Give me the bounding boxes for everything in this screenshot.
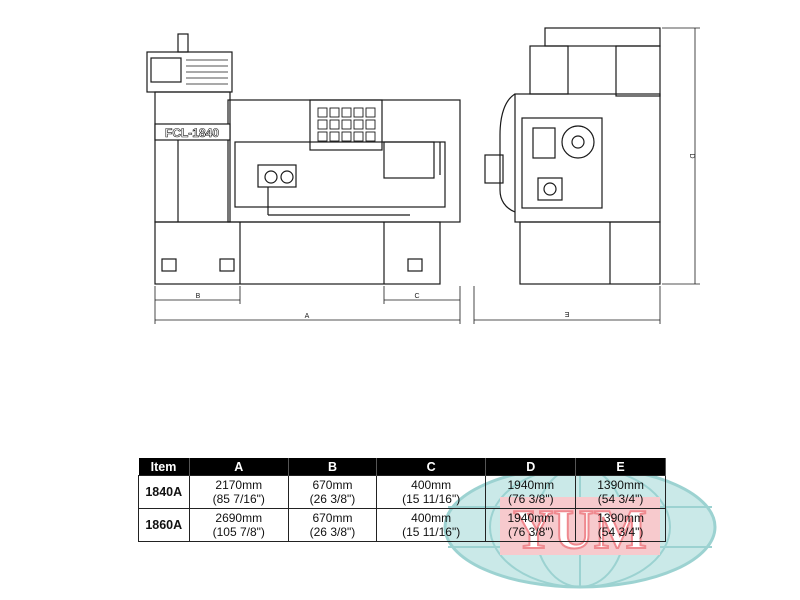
metric-value: 2170mm: [215, 478, 263, 492]
imperial-value: (26 3/8"): [309, 492, 356, 506]
imperial-value: (26 3/8"): [309, 525, 356, 539]
metric-value: 1940mm: [507, 478, 555, 492]
value-cell: 1390mm(54 3/4"): [575, 508, 666, 542]
metric-value: 1390mm: [597, 478, 644, 492]
imperial-value: (76 3/8"): [508, 525, 554, 539]
dimension-label-b: B: [196, 293, 201, 300]
value-cell: 1940mm(76 3/8"): [485, 508, 577, 542]
imperial-value: (105 7/8"): [212, 525, 265, 539]
metric-value: 670mm: [312, 478, 353, 492]
imperial-value: (15 11/16"): [402, 492, 461, 506]
side-view: E D: [473, 27, 700, 324]
metric-value: 400mm: [411, 511, 452, 525]
metric-value: 2690mm: [215, 511, 263, 525]
dimension-label-e: E: [564, 310, 569, 317]
imperial-value: (76 3/8"): [508, 492, 554, 506]
imperial-value: (85 7/16"): [212, 492, 265, 506]
dimension-label-d: D: [688, 153, 695, 158]
imperial-value: (54 3/4"): [597, 525, 644, 539]
dimension-label-a: A: [305, 313, 310, 320]
value-cell: 2690mm(105 7/8"): [188, 508, 289, 542]
value-cell: 670mm(26 3/8"): [288, 475, 377, 509]
front-view: FCL-1840 B C A: [146, 33, 461, 324]
column-header: A: [189, 458, 289, 476]
column-header: E: [575, 458, 666, 476]
value-cell: 2170mm(85 7/16"): [188, 475, 289, 509]
column-header: B: [288, 458, 377, 476]
value-cell: 400mm(15 11/16"): [375, 475, 487, 509]
metric-value: 670mm: [312, 511, 353, 525]
metric-value: 1940mm: [507, 511, 555, 525]
panel-label: FCL-1840: [165, 126, 219, 140]
metric-value: 400mm: [411, 478, 452, 492]
column-header: Item: [138, 458, 190, 476]
value-cell: 400mm(15 11/16"): [375, 508, 487, 542]
machine-drawing: FCL-1840 B C A: [146, 27, 700, 324]
imperial-value: (15 11/16"): [402, 525, 461, 539]
column-header: C: [376, 458, 487, 476]
column-header: D: [485, 458, 577, 476]
value-cell: 670mm(26 3/8"): [288, 508, 377, 542]
value-cell: 1940mm(76 3/8"): [485, 475, 577, 509]
imperial-value: (54 3/4"): [597, 492, 644, 506]
item-cell: 1860A: [138, 508, 190, 542]
dimension-label-c: C: [414, 293, 419, 300]
value-cell: 1390mm(54 3/4"): [575, 475, 666, 509]
metric-value: 1390mm: [597, 511, 644, 525]
item-cell: 1840A: [138, 475, 190, 509]
